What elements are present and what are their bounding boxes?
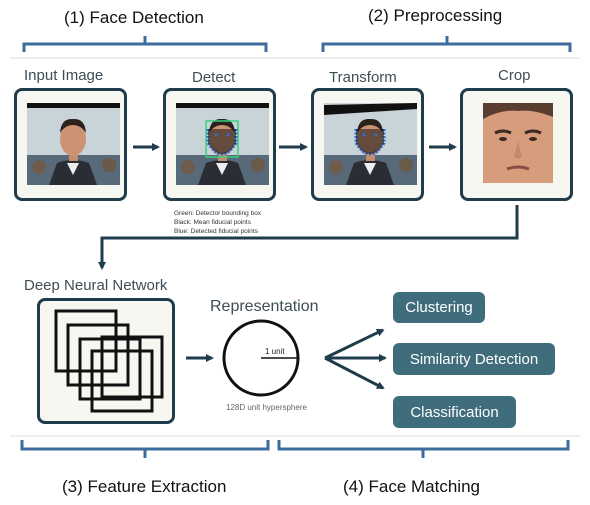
- panel-transform: [311, 88, 424, 201]
- legend-blue: Blue: Detected fiducial points: [174, 228, 258, 235]
- label-crop: Crop: [498, 67, 531, 84]
- stage-title-feature-extraction: (3) Feature Extraction: [62, 477, 227, 496]
- unit-label: 1 unit: [265, 347, 285, 356]
- panel-dnn: [37, 298, 175, 424]
- panel-input-image: [14, 88, 127, 201]
- arrow-crop-to-dnn: [98, 205, 519, 270]
- face-photo-detect: [176, 103, 269, 185]
- face-photo-transform: [324, 103, 417, 185]
- label-input-image: Input Image: [24, 67, 104, 84]
- arrow-to-classification: [324, 356, 385, 390]
- panel-detect: Green: Detector bounding box Black: Mean…: [163, 88, 276, 235]
- detector-bounding-box: [205, 120, 239, 158]
- output-similarity-detection: Similarity Detection: [393, 343, 555, 375]
- panel-crop: [460, 88, 573, 201]
- sphere-caption: 128D unit hypersphere: [226, 403, 307, 412]
- label-representation: Representation: [210, 298, 319, 315]
- stacked-layers-icon: [54, 309, 164, 413]
- output-clustering: Clustering: [393, 292, 485, 323]
- bracket-face-matching: [277, 440, 570, 458]
- label-dnn: Deep Neural Network: [24, 277, 168, 294]
- legend-green: Green: Detector bounding box: [174, 210, 262, 217]
- arrow-to-clustering: [324, 328, 385, 360]
- bracket-feature-extraction: [20, 440, 270, 458]
- face-photo-crop: [483, 103, 553, 183]
- label-transform: Transform: [329, 69, 397, 86]
- stage-title-preprocessing: (2) Preprocessing: [368, 6, 503, 25]
- label-detect: Detect: [192, 69, 236, 86]
- output-classification: Classification: [393, 396, 516, 428]
- detection-legend: Green: Detector bounding box Black: Mean…: [174, 209, 261, 236]
- hypersphere-icon: [222, 319, 300, 397]
- bracket-preprocessing: [321, 36, 572, 52]
- stage-title-face-detection: (1) Face Detection: [64, 8, 204, 27]
- face-photo-input: [27, 103, 120, 185]
- legend-black: Black: Mean fiducial points: [174, 219, 251, 226]
- bracket-face-detection: [22, 36, 268, 52]
- stage-title-face-matching: (4) Face Matching: [343, 477, 480, 496]
